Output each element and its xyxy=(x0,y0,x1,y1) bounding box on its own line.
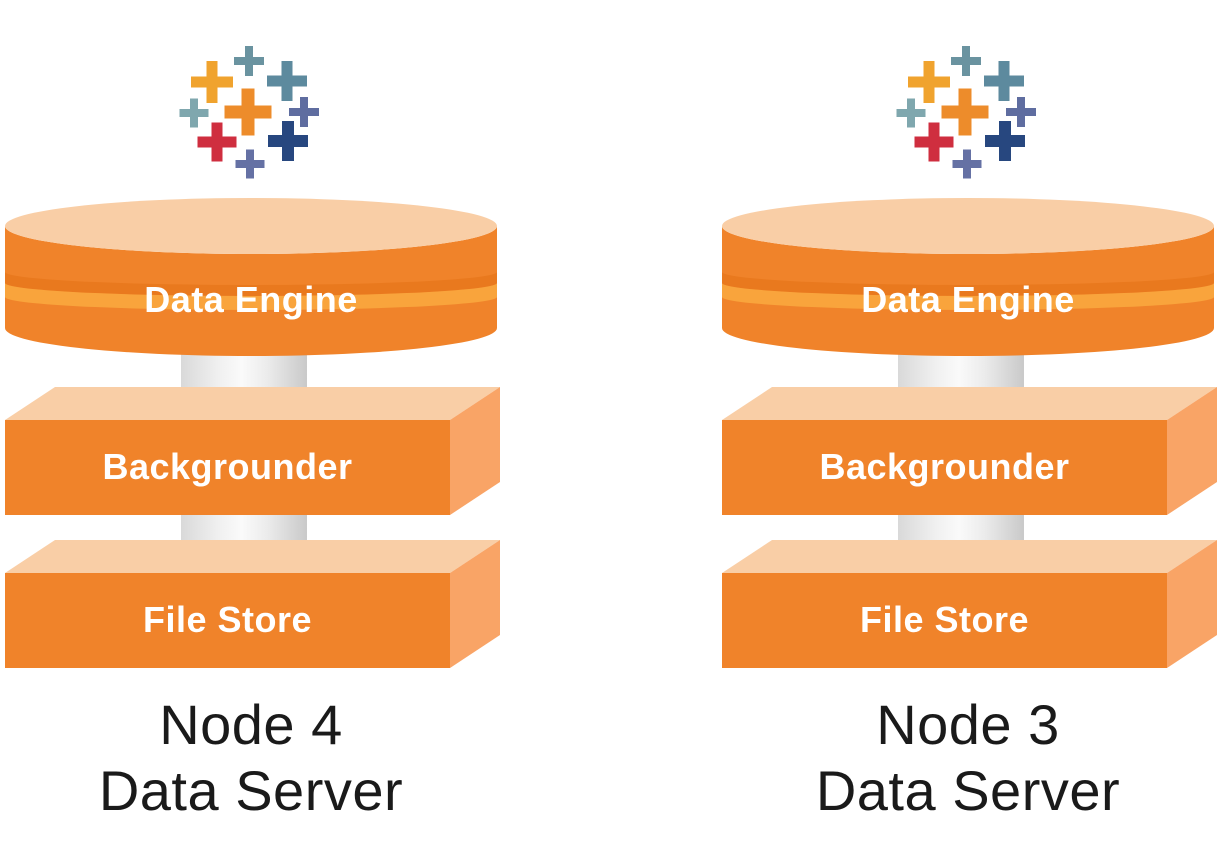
box-side-face xyxy=(1167,540,1217,668)
box-top-face xyxy=(5,387,500,420)
file-store-box: File Store xyxy=(5,540,500,668)
red-bottom-left-plus-icon xyxy=(914,122,954,162)
data-engine-cylinder: Data Engine xyxy=(722,198,1214,356)
box-front-face xyxy=(5,573,450,668)
node-caption: Node 3 Data Server xyxy=(748,692,1188,824)
backgrounder-label: Backgrounder xyxy=(819,446,1070,487)
cylinder-shape xyxy=(722,198,1214,356)
slate-mid-right-plus-icon xyxy=(289,97,319,127)
cylinder-seam-light xyxy=(722,283,1214,310)
steel-top-right-plus-icon xyxy=(984,61,1024,101)
orange-center-plus-icon xyxy=(941,88,989,136)
box-shape xyxy=(5,540,500,668)
box-shape xyxy=(5,387,500,515)
slate-mid-right-plus-icon xyxy=(1006,97,1036,127)
file-store-box: File Store xyxy=(722,540,1217,668)
box-top-face xyxy=(5,540,500,573)
cylinder-seam-dark xyxy=(722,272,1214,296)
backgrounder-box: Backgrounder xyxy=(5,387,500,515)
data-engine-cylinder: Data Engine xyxy=(5,198,497,356)
red-bottom-left-plus-icon xyxy=(197,122,237,162)
node-group-node-4: Data Engine Backgrounder File Store Node… xyxy=(0,0,515,849)
data-engine-label: Data Engine xyxy=(144,279,358,320)
data-engine-label: Data Engine xyxy=(861,279,1075,320)
box-top-face xyxy=(722,540,1217,573)
connector-pillar xyxy=(181,350,307,390)
cylinder-seam-dark xyxy=(5,272,497,296)
file-store-label: File Store xyxy=(859,599,1030,640)
steel-top-center-plus-icon xyxy=(234,46,264,76)
box-shape xyxy=(722,540,1217,668)
backgrounder-label: Backgrounder xyxy=(102,446,353,487)
orange-top-left-plus-icon xyxy=(908,61,950,103)
cylinder-seam-light xyxy=(5,283,497,310)
node-caption: Node 4 Data Server xyxy=(31,692,471,824)
navy-bottom-right-plus-icon xyxy=(985,121,1025,161)
backgrounder-box: Backgrounder xyxy=(722,387,1217,515)
box-front-face xyxy=(5,420,450,515)
connector-pillar xyxy=(898,350,1024,390)
orange-top-left-plus-icon xyxy=(191,61,233,103)
cylinder-top xyxy=(722,198,1214,254)
file-store-label: File Store xyxy=(142,599,313,640)
slate-bottom-center-plus-icon xyxy=(952,149,982,179)
box-side-face xyxy=(1167,387,1217,515)
box-top-face xyxy=(722,387,1217,420)
box-side-face xyxy=(450,540,500,668)
tableau-logo-icon xyxy=(896,46,1036,179)
box-front-face xyxy=(722,420,1167,515)
box-front-face xyxy=(722,573,1167,668)
navy-bottom-right-plus-icon xyxy=(268,121,308,161)
steel-top-right-plus-icon xyxy=(267,61,307,101)
cylinder-shape xyxy=(5,198,497,356)
steel-top-center-plus-icon xyxy=(951,46,981,76)
cylinder-top xyxy=(5,198,497,254)
node-caption-line2: Data Server xyxy=(98,759,404,822)
box-side-face xyxy=(450,387,500,515)
orange-center-plus-icon xyxy=(224,88,272,136)
slate-bottom-center-plus-icon xyxy=(235,149,265,179)
lightsteel-mid-left-plus-icon xyxy=(896,98,926,128)
tableau-logo-icon xyxy=(179,46,319,179)
node-caption-line2: Data Server xyxy=(815,759,1121,822)
lightsteel-mid-left-plus-icon xyxy=(179,98,209,128)
node-caption-line1: Node 4 xyxy=(159,693,343,756)
node-caption-line1: Node 3 xyxy=(876,693,1060,756)
node-group-node-3: Data Engine Backgrounder File Store Node… xyxy=(717,0,1225,849)
box-shape xyxy=(722,387,1217,515)
